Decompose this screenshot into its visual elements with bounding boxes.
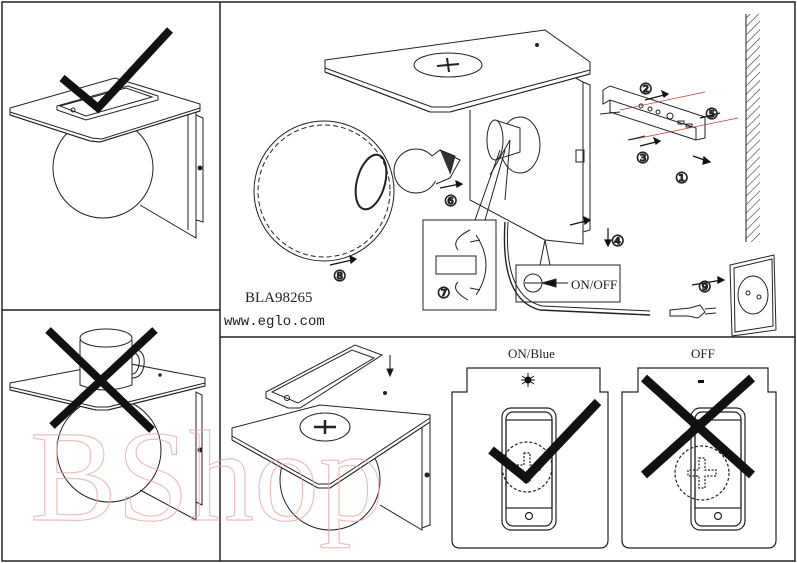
- wall: [746, 14, 760, 242]
- panel-usage-ok: [9, 27, 204, 239]
- wall-socket-icon: [729, 254, 777, 337]
- plug-icon: [669, 304, 717, 319]
- step-7: ⑦: [437, 286, 450, 302]
- watermark: BShop: [30, 405, 384, 549]
- phone-icon: [265, 344, 384, 409]
- power-cable: [503, 221, 651, 316]
- website: www.eglo.com: [224, 314, 325, 330]
- panel-usage-not-ok: [9, 327, 206, 521]
- wall-bracket-icon: [602, 85, 706, 141]
- check-mark-icon: [59, 27, 173, 114]
- step-arrows: [329, 89, 726, 286]
- charging-state-off: [621, 367, 777, 549]
- step-3: ③: [636, 151, 649, 167]
- step-6: ⑥: [444, 194, 457, 210]
- step-9: ⑨: [698, 280, 711, 296]
- screw-lines: [619, 91, 739, 141]
- charging-state-on: [451, 367, 609, 549]
- indicator-lit-icon: [521, 373, 535, 387]
- state-label-on: ON/Blue: [508, 346, 555, 361]
- glass-globe-icon: [253, 120, 395, 262]
- step-5: ⑤: [705, 107, 718, 123]
- indicator-off-icon: [698, 380, 704, 383]
- model-number: BLA98265: [245, 290, 313, 306]
- panel-assembly: ② ⑤ ③ ① ④ ⑥ ⑦ ⑧ ⑨ ON/OFF: [253, 14, 777, 337]
- step-2: ②: [639, 82, 652, 98]
- step-4: ④: [611, 234, 624, 250]
- step-numbers: ② ⑤ ③ ① ④ ⑥ ⑦ ⑧ ⑨: [333, 82, 719, 303]
- cross-mark-icon: [45, 327, 158, 433]
- cross-mark-icon: [640, 374, 756, 479]
- bulb-icon: [393, 148, 461, 194]
- switch-inset: [515, 239, 621, 303]
- step-8: ⑧: [333, 269, 346, 285]
- charging-pad: [413, 52, 483, 78]
- charging-cross-icon: [436, 57, 460, 73]
- arm-rotation-inset: [422, 149, 506, 311]
- check-mark-icon: [488, 398, 602, 485]
- step-1: ①: [675, 171, 688, 187]
- state-label-off: OFF: [691, 346, 715, 361]
- switch-label: ON/OFF: [571, 277, 617, 292]
- panel-phone-placement: [231, 344, 431, 531]
